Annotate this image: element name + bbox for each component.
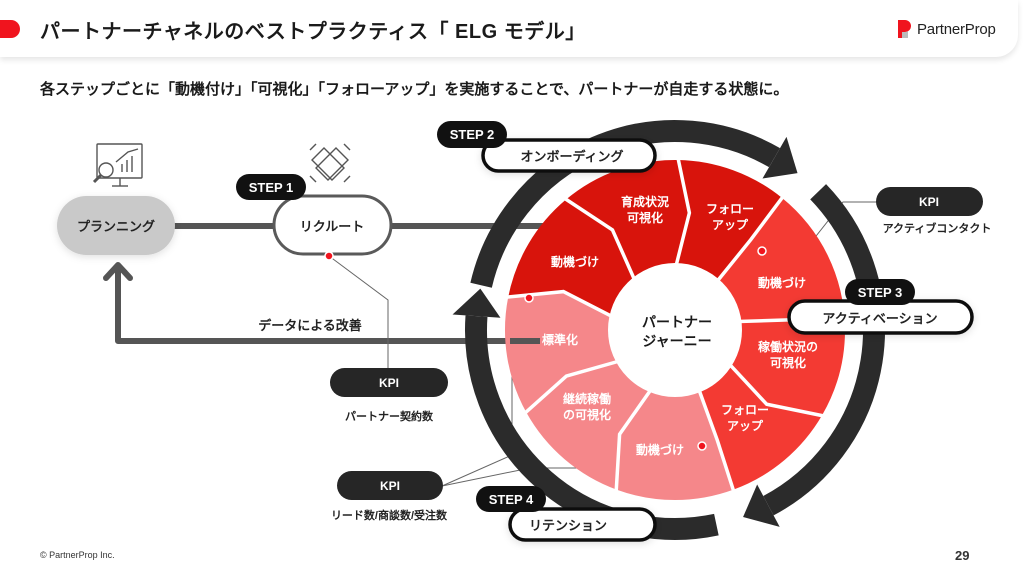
segment-label: フォロー xyxy=(706,202,754,216)
step2-badge-label: STEP 2 xyxy=(450,127,495,142)
step2-badge xyxy=(437,121,507,148)
kpi-dot xyxy=(324,251,334,261)
step2-name-pill xyxy=(481,138,657,173)
segment-label: 標準化 xyxy=(542,332,578,347)
wheel-segment-retention xyxy=(526,360,654,490)
step4-name-pill xyxy=(508,507,657,542)
kpi2-metric: リード数/商談数/受注数 xyxy=(331,508,448,522)
wheel-segment-activation xyxy=(697,360,823,490)
logo-icon xyxy=(898,20,911,38)
header-bar: パートナーチャネルのベストプラクティス「 ELG モデル」 PartnerPro… xyxy=(0,0,1018,57)
arrow-up-icon xyxy=(103,262,133,281)
subtitle: 各ステップごとに「動機付け」「可視化」「フォローアップ」を実施することで、パート… xyxy=(40,81,789,98)
segment-label: 継続稼働 xyxy=(563,391,611,406)
kpi-dot xyxy=(757,246,767,256)
segment-label: 動機づけ xyxy=(551,254,599,269)
segment-divider xyxy=(695,385,736,493)
kpi1-connector xyxy=(328,255,389,368)
step1-badge xyxy=(236,174,306,200)
segment-divider xyxy=(563,196,639,285)
cycle-arrowhead-icon xyxy=(762,136,798,179)
handshake-icon xyxy=(309,143,351,183)
wheel-center-line1: パートナー xyxy=(642,314,712,330)
segment-label: 可視化 xyxy=(627,210,663,225)
step3-badge-label: STEP 3 xyxy=(858,285,903,300)
segment-label: 育成状況 xyxy=(621,194,669,209)
feedback-label: データによる改善 xyxy=(258,318,362,333)
step4-badge xyxy=(476,486,546,512)
page-number: 29 xyxy=(955,548,970,563)
wheel-center xyxy=(608,263,742,397)
step4-badge-label: STEP 4 xyxy=(489,492,534,507)
segment-label: 稼働状況の xyxy=(758,339,818,354)
segment-label: 動機づけ xyxy=(758,275,806,290)
kpi2-label: KPI xyxy=(380,479,400,493)
segment-label: 動機づけ xyxy=(636,442,684,457)
step1-badge-label: STEP 1 xyxy=(249,180,294,195)
segment-divider xyxy=(725,359,825,418)
segment-label: の可視化 xyxy=(563,407,611,422)
planning-icon xyxy=(92,143,143,187)
kpi1-label: KPI xyxy=(379,376,399,390)
kpi2-badge xyxy=(337,471,443,500)
planning-node xyxy=(57,196,175,255)
segment-divider xyxy=(713,195,785,286)
step3-badge xyxy=(845,279,915,305)
segment-label: フォロー xyxy=(721,403,769,417)
journey-wheel xyxy=(504,160,845,500)
wheel-segment-retention xyxy=(504,291,624,413)
segment-divider xyxy=(673,157,692,271)
kpi-dot xyxy=(697,441,707,451)
segment-label: 可視化 xyxy=(770,355,806,370)
page-title: パートナーチャネルのベストプラクティス「 ELG モデル」 xyxy=(40,21,586,43)
segment-divider xyxy=(614,385,655,492)
cycle-arrowhead-icon xyxy=(452,288,501,318)
wheel-segment-onboarding xyxy=(565,160,690,285)
recruit-label: リクルート xyxy=(300,219,365,234)
segment-label: アップ xyxy=(727,418,764,433)
kpi3-badge xyxy=(876,187,983,216)
wheel-segment-onboarding xyxy=(508,199,637,319)
segment-divider xyxy=(523,358,624,415)
ring-arc xyxy=(763,184,885,516)
planning-label: プランニング xyxy=(77,219,155,234)
segment-labels: 動機づけ育成状況可視化フォローアップ動機づけ稼働状況の可視化フォローアップ動機づ… xyxy=(542,194,818,457)
step2-name: オンボーディング xyxy=(520,149,623,164)
ring-arc xyxy=(465,315,719,540)
wheel-segment-onboarding xyxy=(675,160,782,285)
kpi-dots xyxy=(324,246,767,451)
header-accent-mark xyxy=(0,20,20,38)
wheel-segment-retention xyxy=(616,385,734,500)
segment-dividers xyxy=(505,157,848,493)
kpi3-label: KPI xyxy=(919,195,939,209)
wheel-segment-activation xyxy=(714,197,845,328)
kpi-dot xyxy=(524,293,534,303)
partnerprop-logo: PartnerProp xyxy=(896,19,996,39)
kpi1-badge xyxy=(330,368,448,397)
segment-label: アップ xyxy=(712,217,749,232)
wheel-center-line2: ジャーニー xyxy=(642,333,711,349)
logo-text: PartnerProp xyxy=(917,20,996,38)
cycle-arrowhead-icon xyxy=(743,484,780,527)
step3-name: アクティベーション xyxy=(822,311,937,326)
kpi1-metric: パートナー契約数 xyxy=(345,409,434,423)
feedback-arrow-line xyxy=(115,266,540,344)
kpi3-metric: アクティブコンタクト xyxy=(883,221,992,235)
step4-name: リテンション xyxy=(529,518,607,533)
copyright: © PartnerProp Inc. xyxy=(40,550,115,560)
